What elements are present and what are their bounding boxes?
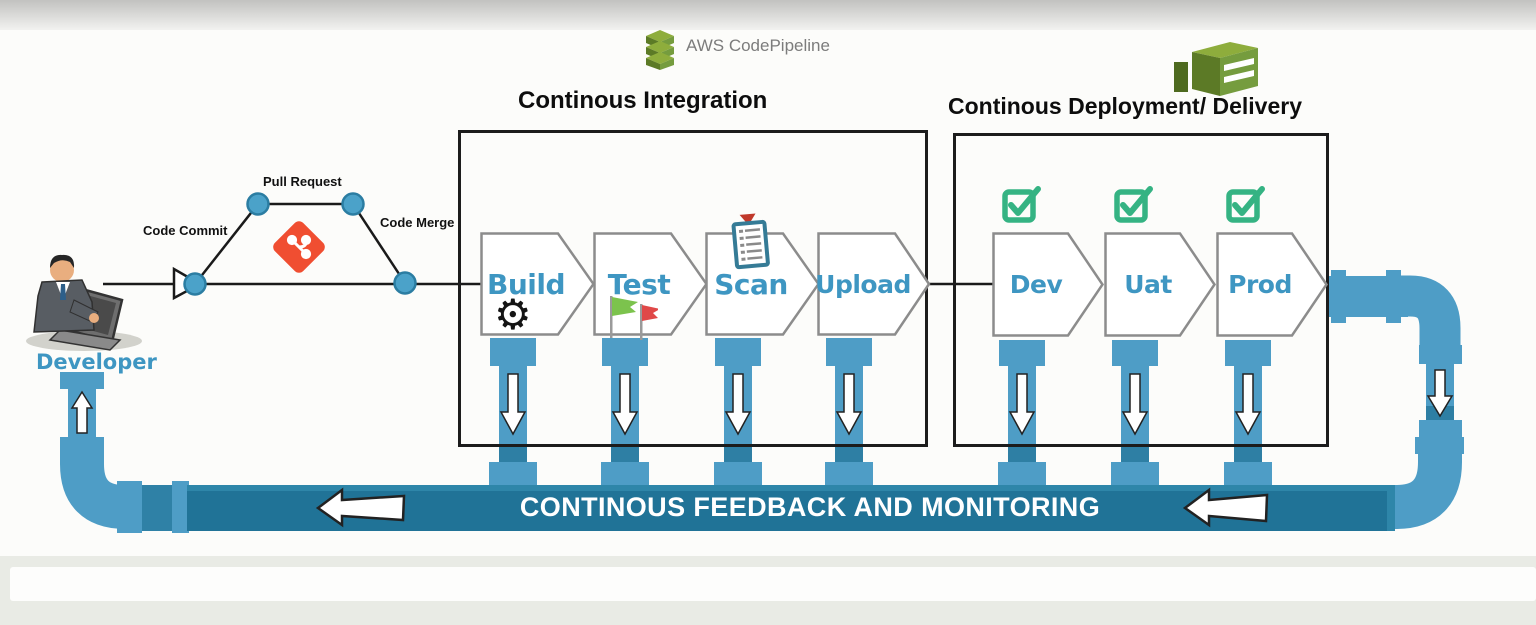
developer-label: Developer: [36, 350, 157, 374]
stage-dev: Dev: [992, 232, 1105, 337]
stage-prod: Prod: [1216, 232, 1329, 337]
stage-uat-label: Uat: [1124, 270, 1172, 299]
branch-node: [246, 192, 270, 216]
aws-codepipeline-icon: [646, 30, 674, 70]
feedback-pipe: [187, 485, 1395, 531]
prod-drop-pipe: [1328, 270, 1464, 529]
developer-illustration: [26, 254, 142, 351]
code-merge-label: Code Merge: [380, 215, 455, 230]
checkbox-icon: [1002, 186, 1041, 223]
merge-node: [393, 271, 417, 295]
stage-uat: Uat: [1104, 232, 1217, 337]
pull-request-node: [341, 192, 365, 216]
checkbox-icon: [1114, 186, 1153, 223]
bottom-white-band: [10, 567, 1536, 601]
git-icon: [270, 218, 328, 276]
ci-section-title: Continous Integration: [518, 87, 768, 114]
left-arrow-icon: [1182, 487, 1269, 528]
aws-codedeploy-icon: [1174, 42, 1258, 96]
developer-return-pipe: [60, 372, 189, 533]
stage-down-pipes: [489, 338, 1272, 489]
checkbox-icon: [1226, 186, 1265, 223]
feedback-pipe-label: CONTINOUS FEEDBACK AND MONITORING: [519, 492, 1101, 522]
stage-test: Test: [593, 232, 709, 336]
cd-box: [953, 133, 1329, 447]
clipboard-icon: [731, 213, 770, 270]
stage-build: Build: [480, 232, 596, 336]
stage-dev-label: Dev: [1009, 270, 1063, 299]
left-arrow-icon: [315, 487, 406, 528]
up-arrow-icon: [70, 390, 94, 434]
aws-codepipeline-label: AWS CodePipeline: [686, 36, 830, 55]
stage-upload: Upload: [815, 232, 932, 336]
pull-request-label: Pull Request: [263, 174, 342, 189]
stage-upload-label: Upload: [815, 269, 911, 299]
down-arrow-icons: [499, 373, 1262, 436]
top-gray-strip: [0, 0, 1536, 30]
commit-nodes: [183, 192, 417, 296]
stage-test-label: Test: [607, 267, 671, 301]
stage-prod-label: Prod: [1228, 270, 1292, 299]
commit-node: [183, 272, 207, 296]
gear-icon: ⚙: [494, 290, 532, 339]
git-flow-lines: [103, 202, 994, 286]
down-arrow-icon: [1426, 369, 1454, 418]
flags-icon: [610, 296, 658, 340]
cd-section-title: Continous Deployment/ Delivery: [948, 93, 1303, 119]
stage-scan-label: Scan: [714, 267, 788, 301]
code-commit-label: Code Commit: [143, 223, 228, 238]
stage-build-label: Build: [486, 267, 566, 301]
